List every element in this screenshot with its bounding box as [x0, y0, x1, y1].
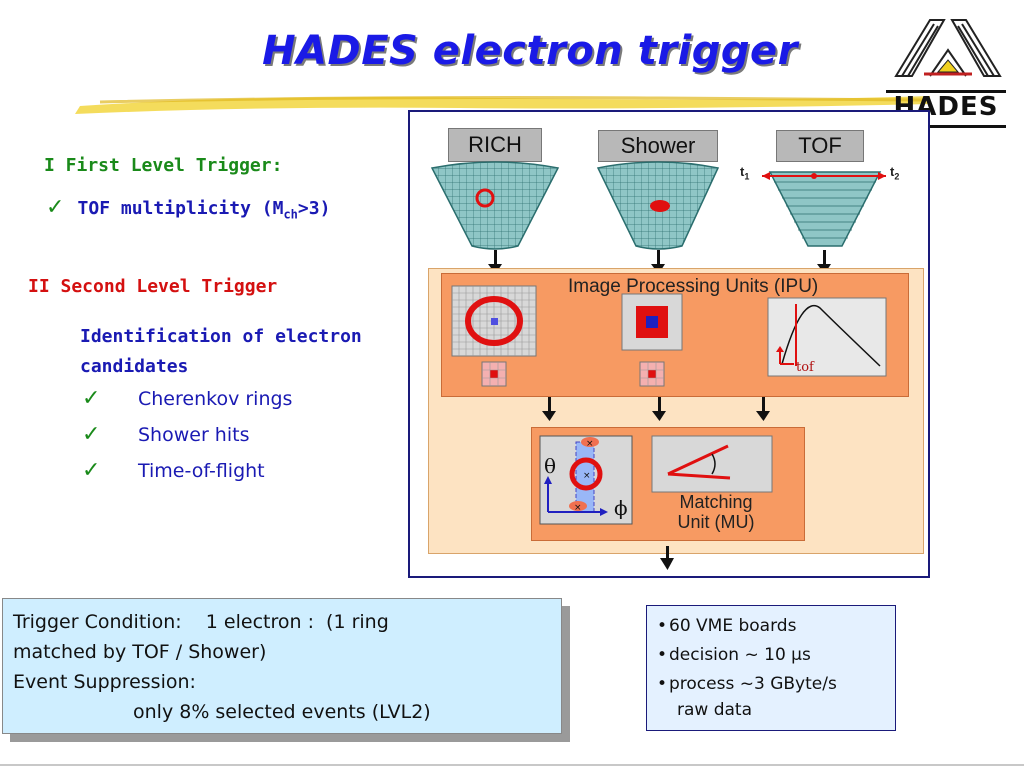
list-item: ✓Time-of-flight	[82, 458, 265, 483]
svg-text:×: ×	[574, 503, 582, 513]
shower-label: Shower	[598, 130, 718, 162]
list-item-continuation: raw data	[677, 700, 753, 720]
rich-ring-image-icon	[451, 285, 537, 357]
checkmark-icon: ✓	[82, 422, 101, 447]
tof-label: TOF	[776, 130, 864, 162]
vme-info-box: •60 VME boards •decision ~ 10 μs •proces…	[646, 605, 896, 731]
page-title: HADES electron trigger	[262, 28, 798, 74]
matching-angle-icon	[651, 435, 773, 493]
condition-line: matched by TOF / Shower)	[13, 641, 267, 663]
rich-mask-icon	[481, 361, 507, 387]
mu-panel: × × × θ ϕ Matching Unit (MU)	[531, 427, 805, 541]
list-item: ✓Shower hits	[82, 422, 250, 447]
trigger-condition-box: Trigger Condition: 1 electron : (1 ring …	[2, 598, 562, 734]
hades-logo-icon	[894, 19, 1002, 77]
tof-curve-label: tof	[796, 360, 814, 375]
output-arrow-icon	[660, 546, 674, 570]
list-item: •process ~3 GByte/s	[657, 674, 837, 694]
second-level-subheading: Identification of electron candidates	[80, 326, 362, 377]
phi-label: ϕ	[614, 496, 628, 520]
checkmark-icon: ✓	[82, 458, 101, 483]
bottom-divider	[0, 764, 1024, 766]
trigger-diagram: RICH Shower TOF	[408, 110, 930, 578]
shower-detector-icon	[596, 161, 720, 250]
condition-line: Trigger Condition: 1 electron : (1 ring	[13, 611, 389, 633]
first-level-heading: I First Level Trigger:	[44, 155, 283, 176]
checkmark-icon: ✓	[46, 195, 65, 220]
tof-spectrum-icon	[767, 297, 887, 377]
tof-t2-label: t2	[890, 164, 900, 182]
condition-line: only 8% selected events (LVL2)	[133, 701, 431, 723]
shower-image-icon	[621, 293, 683, 351]
rich-label: RICH	[448, 128, 542, 162]
list-item: ✓Cherenkov rings	[82, 386, 293, 411]
ipu-to-mu-arrows	[542, 397, 770, 421]
title-underline-stroke	[75, 96, 930, 114]
rich-detector-icon	[430, 161, 560, 250]
ipu-panel: Image Processing Units (IPU)	[441, 273, 909, 397]
mu-label: Matching Unit (MU)	[677, 492, 755, 532]
list-item: •60 VME boards	[657, 616, 797, 636]
first-level-item: ✓ TOF multiplicity (Mch>3)	[46, 195, 331, 222]
condition-line: Event Suppression:	[13, 671, 196, 693]
svg-text:×: ×	[583, 471, 591, 481]
second-level-list: ✓Cherenkov rings ✓Shower hits ✓Time-of-f…	[82, 386, 293, 494]
theta-phi-plot-icon: × × ×	[539, 435, 633, 525]
ipu-region: Image Processing Units (IPU)	[428, 268, 924, 554]
second-level-heading: II Second Level Trigger	[28, 276, 278, 297]
list-item: •decision ~ 10 μs	[657, 645, 811, 665]
checkmark-icon: ✓	[82, 386, 101, 411]
tof-t1-label: t1	[740, 164, 750, 182]
tof-detector-icon	[762, 171, 886, 247]
ipu-label: Image Processing Units (IPU)	[568, 276, 819, 297]
theta-label: θ	[544, 454, 557, 478]
shower-mask-icon	[639, 361, 665, 387]
svg-text:×: ×	[586, 439, 594, 449]
detector-shapes	[430, 161, 886, 274]
